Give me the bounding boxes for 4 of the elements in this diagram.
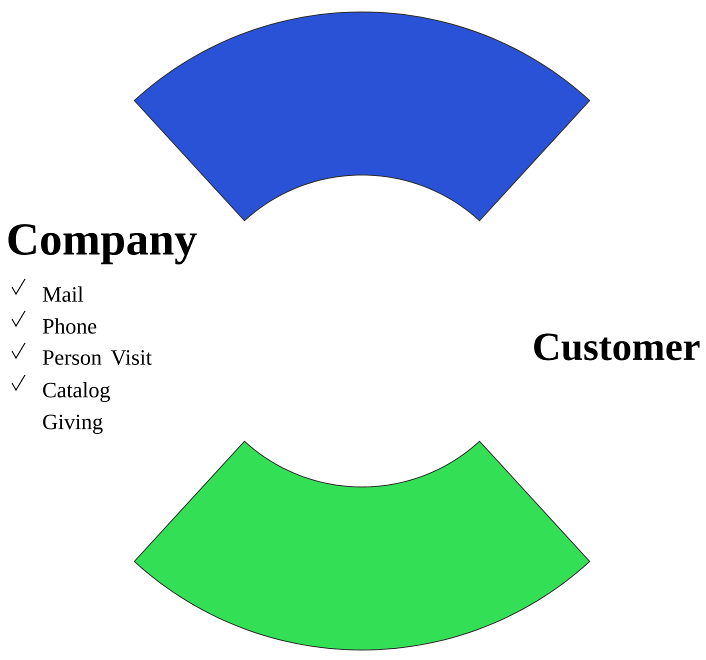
arc-band	[134, 12, 590, 222]
arc-band	[134, 440, 590, 650]
bullet-list: Company Mail Phone Person Visit Catalog Giving	[8, 224, 197, 434]
heading: Customer	[534, 334, 700, 360]
